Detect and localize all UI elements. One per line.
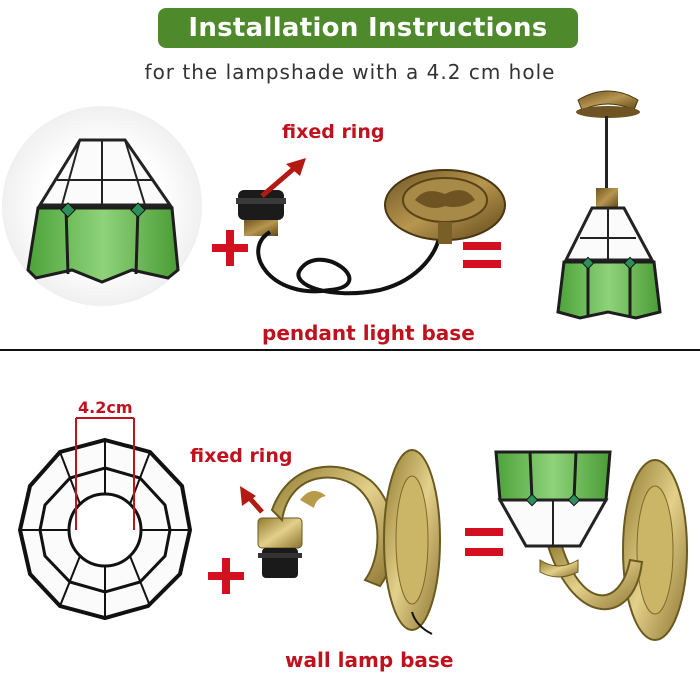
pendant-base-label: pendant light base bbox=[262, 321, 475, 345]
top-ring-arrow bbox=[260, 158, 306, 198]
top-fixed-ring-label: fixed ring bbox=[282, 121, 384, 143]
section-divider bbox=[0, 349, 700, 351]
bottom-fixed-ring-label: fixed ring bbox=[190, 445, 292, 467]
page-subtitle: for the lampshade with a 4.2 cm hole bbox=[144, 60, 556, 84]
top-assembled-pendant bbox=[556, 90, 662, 320]
bottom-ring-arrow bbox=[240, 486, 264, 514]
top-plus-sign bbox=[212, 230, 248, 266]
page-title: Installation Instructions bbox=[158, 8, 578, 48]
top-equals-sign bbox=[463, 242, 501, 268]
top-socket-fixed-ring bbox=[236, 190, 442, 296]
top-ceiling-canopy bbox=[384, 169, 506, 244]
hole-size-label: 4.2cm bbox=[78, 398, 133, 417]
hole-dimension-marker bbox=[75, 417, 135, 530]
wall-lamp-base bbox=[257, 449, 441, 635]
top-lampshade-image bbox=[2, 106, 202, 306]
bottom-assembled-wall-lamp bbox=[494, 450, 688, 641]
wall-base-label: wall lamp base bbox=[285, 648, 453, 672]
bottom-lampshade-top-view bbox=[17, 437, 193, 621]
bottom-plus-sign bbox=[208, 558, 244, 594]
bottom-equals-sign bbox=[465, 528, 503, 556]
